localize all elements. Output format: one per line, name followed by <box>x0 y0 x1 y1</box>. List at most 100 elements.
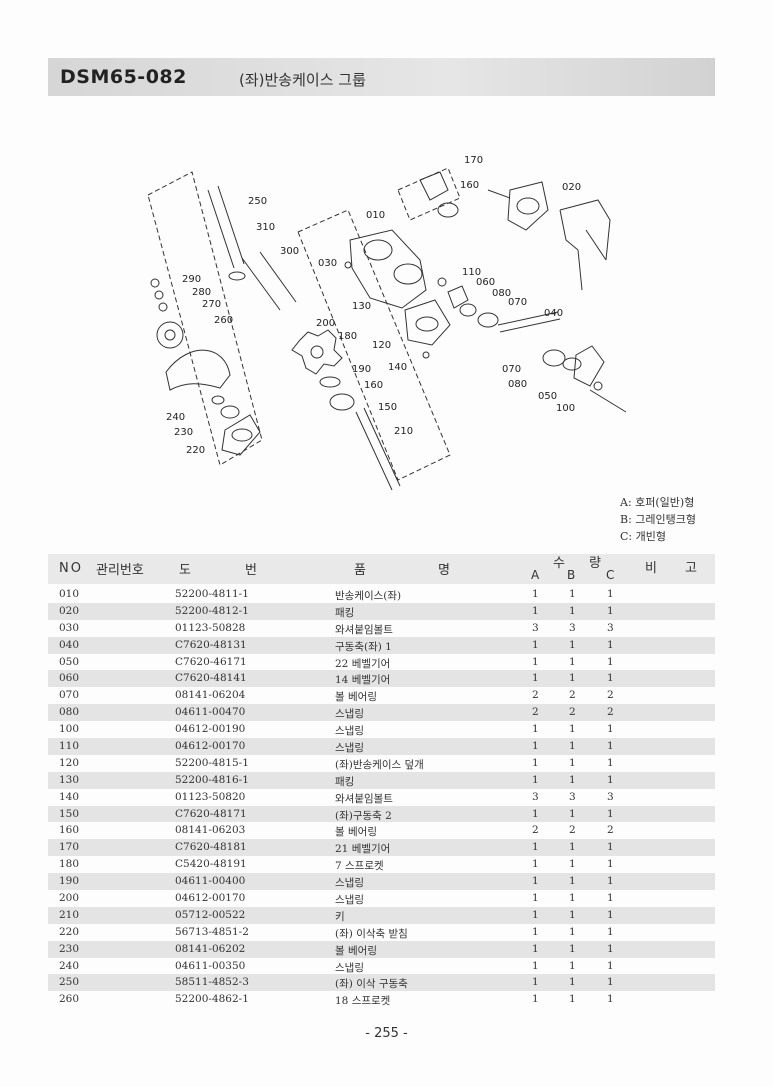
callout-labels: 170 160 020 250 010 310 300 030 110 060 … <box>166 155 581 456</box>
row-part-name: 스냅링 <box>335 742 364 755</box>
row-qty-a: 1 <box>532 672 539 685</box>
row-qty-b: 3 <box>569 790 576 803</box>
row-drawing-no: 04612-00170 <box>175 892 246 905</box>
header-name-1: 품 <box>354 563 366 578</box>
row-no: 150 <box>59 807 80 820</box>
row-part-name: 14 베벨기어 <box>335 674 391 687</box>
label-120: 120 <box>372 340 391 351</box>
header-note-2: 고 <box>685 561 697 576</box>
row-qty-c: 1 <box>607 773 614 786</box>
row-no: 240 <box>59 959 80 972</box>
row-part-name: 스냅링 <box>335 708 364 721</box>
row-qty-c: 2 <box>607 689 614 702</box>
gear-060 <box>447 285 469 309</box>
bearing-holder-220 <box>221 414 261 456</box>
row-qty-b: 1 <box>569 672 576 685</box>
row-qty-b: 1 <box>569 858 576 871</box>
row-qty-a: 1 <box>532 655 539 668</box>
header-qty-1: 수 <box>553 556 565 571</box>
row-drawing-no: 04611-00470 <box>175 706 246 719</box>
row-qty-b: 1 <box>569 638 576 651</box>
legend-c: C: 개빈형 <box>620 530 666 543</box>
label-070b: 070 <box>502 364 521 375</box>
row-qty-a: 1 <box>532 588 539 600</box>
row-drawing-no: 05712-00522 <box>175 908 246 921</box>
row-part-name: 패킹 <box>335 606 355 619</box>
row-qty-b: 1 <box>569 959 576 972</box>
row-drawing-no: C5420-48191 <box>175 858 247 871</box>
row-qty-a: 3 <box>532 621 539 634</box>
row-qty-a: 1 <box>532 841 539 854</box>
row-part-name: 스냅링 <box>335 877 364 890</box>
legend-b: B: 그레인탱크형 <box>620 513 697 526</box>
row-qty-a: 1 <box>532 875 539 888</box>
label-080a: 080 <box>492 288 511 299</box>
type-legend: A: 호퍼(일반)형 B: 그레인탱크형 C: 개빈형 <box>620 494 696 545</box>
row-qty-b: 1 <box>569 976 576 989</box>
row-qty-c: 1 <box>607 723 614 736</box>
row-qty-a: 1 <box>532 858 539 871</box>
label-260: 260 <box>214 315 233 326</box>
row-drawing-no: 04612-00170 <box>175 740 246 753</box>
label-020: 020 <box>562 182 581 193</box>
row-drawing-no: 52200-4862-1 <box>175 993 249 1006</box>
row-qty-a: 1 <box>532 892 539 905</box>
row-qty-c: 1 <box>607 892 614 905</box>
label-110: 110 <box>462 267 481 278</box>
row-drawing-no: 52200-4816-1 <box>175 773 249 786</box>
row-qty-a: 1 <box>532 638 539 651</box>
row-drawing-no: C7620-48171 <box>175 807 247 820</box>
row-no: 230 <box>59 942 80 955</box>
row-qty-a: 1 <box>532 773 539 786</box>
row-part-name: 와셔붙임볼트 <box>335 792 393 805</box>
part-280 <box>154 290 164 300</box>
row-qty-b: 1 <box>569 604 576 617</box>
row-no: 050 <box>59 655 80 668</box>
label-300: 300 <box>280 246 299 257</box>
snap-110 <box>437 277 447 287</box>
row-drawing-no: 52200-4811-1 <box>175 588 249 600</box>
label-310: 310 <box>256 222 275 233</box>
row-qty-c: 1 <box>607 655 614 668</box>
row-qty-b: 1 <box>569 756 576 769</box>
label-220: 220 <box>186 445 205 456</box>
label-070a: 070 <box>508 297 527 308</box>
label-250: 250 <box>248 196 267 207</box>
shaft-150 <box>355 407 401 491</box>
sprocket-260 <box>156 321 184 349</box>
snap-080b <box>562 357 582 371</box>
drive-shaft-frame <box>297 209 451 481</box>
bearing-160a <box>437 202 459 218</box>
row-part-name: 반송케이스(좌) <box>335 590 402 602</box>
bearing-070a <box>477 312 499 328</box>
row-qty-a: 1 <box>532 976 539 989</box>
row-no: 040 <box>59 638 80 651</box>
row-no: 170 <box>59 841 80 854</box>
row-qty-a: 1 <box>532 925 539 938</box>
row-no: 080 <box>59 706 80 719</box>
row-part-name: 스냅링 <box>335 961 364 974</box>
row-qty-b: 1 <box>569 740 576 753</box>
row-qty-c: 1 <box>607 638 614 651</box>
row-qty-a: 1 <box>532 604 539 617</box>
row-no: 180 <box>59 858 80 871</box>
row-part-name: 스냅링 <box>335 894 364 907</box>
gasket-020 <box>507 181 549 231</box>
row-qty-c: 1 <box>607 925 614 938</box>
header-note-1: 비 <box>645 561 657 576</box>
row-part-name: 21 베벨기어 <box>335 843 391 856</box>
row-part-name: 스냅링 <box>335 725 364 738</box>
row-part-name: (좌) 이삭 구동축 <box>335 978 408 991</box>
row-qty-b: 1 <box>569 655 576 668</box>
